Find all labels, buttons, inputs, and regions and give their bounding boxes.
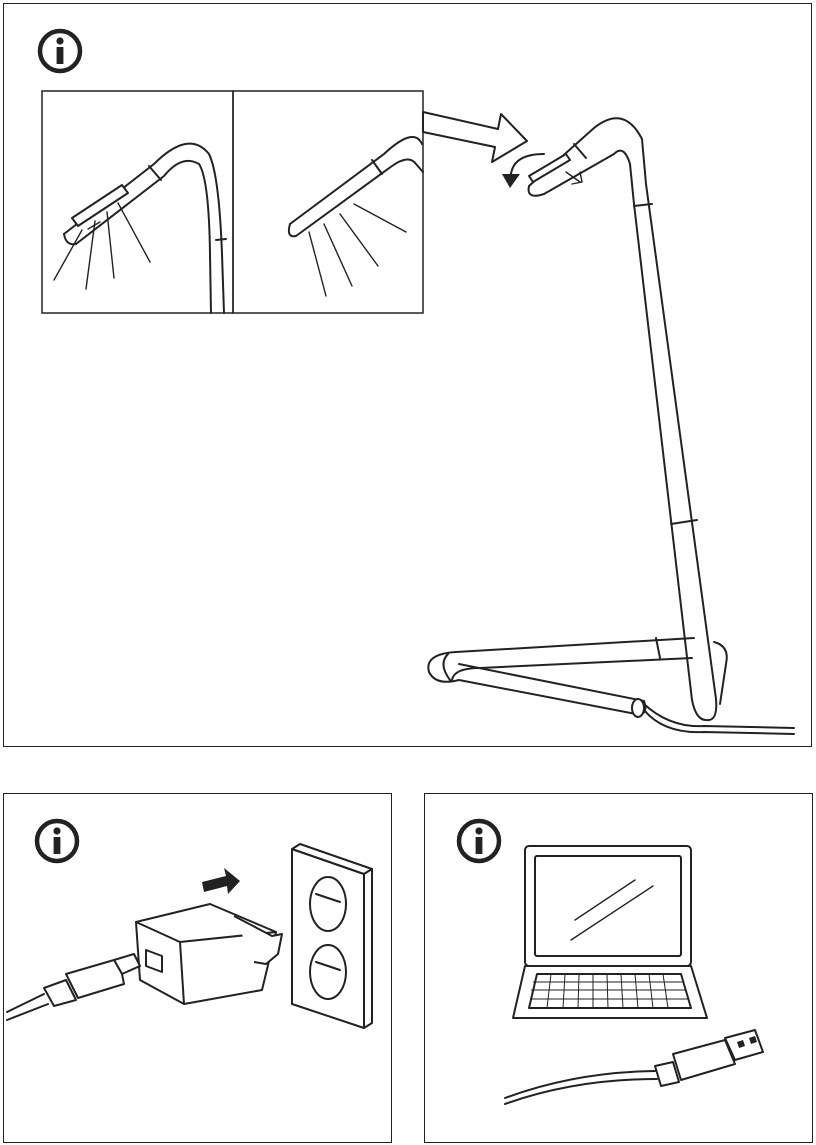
detail-lamp-head-rotated <box>232 90 424 314</box>
lamp-base <box>427 637 795 735</box>
lamp-illustration <box>37 28 795 735</box>
lamp-arm <box>502 117 718 722</box>
usb-plug <box>6 953 141 1021</box>
usb-wall-adapter <box>135 903 283 1005</box>
laptop <box>512 845 708 1019</box>
usb-adapter-panel <box>3 793 392 1143</box>
detail-lamp-head-lit <box>41 90 234 314</box>
adapter-illustration <box>6 818 373 1029</box>
pointer-arrow <box>422 111 528 163</box>
push-arrow <box>202 868 240 894</box>
lamp-adjustment-panel <box>3 3 812 747</box>
info-icon <box>34 818 80 864</box>
usb-laptop-panel <box>424 793 813 1143</box>
laptop-illustration <box>456 818 764 1105</box>
wall-socket <box>291 843 373 1029</box>
usb-cable <box>504 1029 764 1105</box>
info-icon <box>456 818 502 864</box>
info-icon <box>37 28 83 74</box>
